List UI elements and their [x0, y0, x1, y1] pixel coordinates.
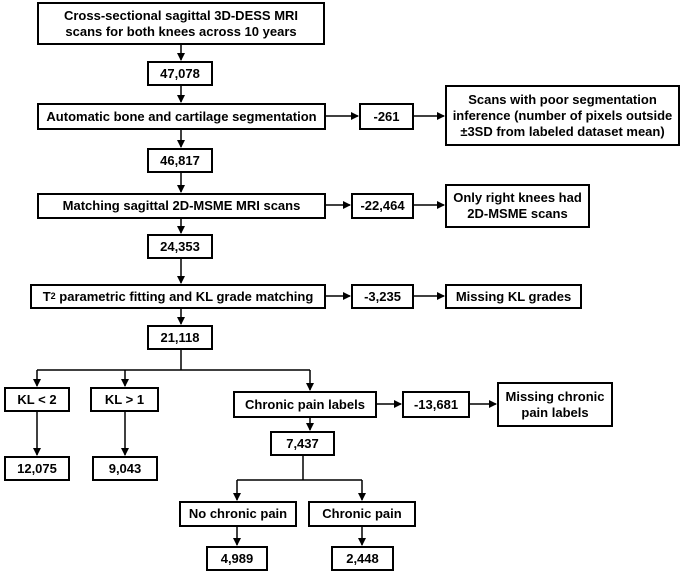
t2-suffix: parametric fitting and KL grade matching — [55, 288, 314, 304]
kl-high-box: KL > 1 — [90, 387, 159, 412]
start-line1: Cross-sectional sagittal 3D-DESS MRI — [63, 7, 299, 23]
kl-low-box: KL < 2 — [4, 387, 70, 412]
exclusion-pain-reason-line1: Missing chronic — [505, 388, 605, 404]
count-12075: 12,075 — [4, 456, 70, 481]
count-47078: 47,078 — [147, 61, 213, 86]
count-7437: 7,437 — [270, 431, 335, 456]
count-24353: 24,353 — [147, 234, 213, 259]
t2-prefix: T — [42, 288, 51, 304]
exclusion-msme-reason-line2: 2D-MSME scans — [467, 206, 568, 221]
exclusion-kl-count: -3,235 — [351, 284, 414, 309]
exclusion-segmentation-count: -261 — [359, 103, 414, 130]
count-21118: 21,118 — [147, 325, 213, 350]
start-box: Cross-sectional sagittal 3D-DESS MRI sca… — [37, 2, 325, 45]
count-2448: 2,448 — [331, 546, 394, 571]
msme-box: Matching sagittal 2D-MSME MRI scans — [37, 193, 326, 219]
exclusion-segmentation-reason-line1: Scans with poor segmentation — [468, 91, 657, 107]
count-4989: 4,989 — [206, 546, 268, 571]
chronic-pain-labels-box: Chronic pain labels — [233, 391, 377, 418]
chronic-pain-box: Chronic pain — [308, 501, 416, 527]
exclusion-pain-count: -13,681 — [402, 391, 470, 418]
exclusion-kl-reason: Missing KL grades — [445, 284, 582, 309]
exclusion-msme-reason-line1: Only right knees had — [453, 190, 582, 205]
count-46817: 46,817 — [147, 148, 213, 173]
no-chronic-pain-box: No chronic pain — [179, 501, 297, 527]
count-9043: 9,043 — [92, 456, 158, 481]
exclusion-segmentation-reason-line3: ±3SD from labeled dataset mean) — [460, 123, 665, 139]
exclusion-msme-count: -22,464 — [351, 193, 414, 219]
exclusion-segmentation-reason: Scans with poor segmentation inference (… — [445, 85, 680, 146]
segmentation-box: Automatic bone and cartilage segmentatio… — [37, 103, 326, 130]
exclusion-msme-reason: Only right knees had 2D-MSME scans — [445, 184, 590, 228]
t2-subscript: 2 — [50, 291, 56, 301]
exclusion-pain-reason-line2: pain labels — [521, 404, 589, 420]
exclusion-pain-reason: Missing chronic pain labels — [497, 382, 613, 427]
start-line2: scans for both knees across 10 years — [65, 23, 297, 39]
exclusion-segmentation-reason-line2: inference (number of pixels outside — [452, 107, 673, 123]
